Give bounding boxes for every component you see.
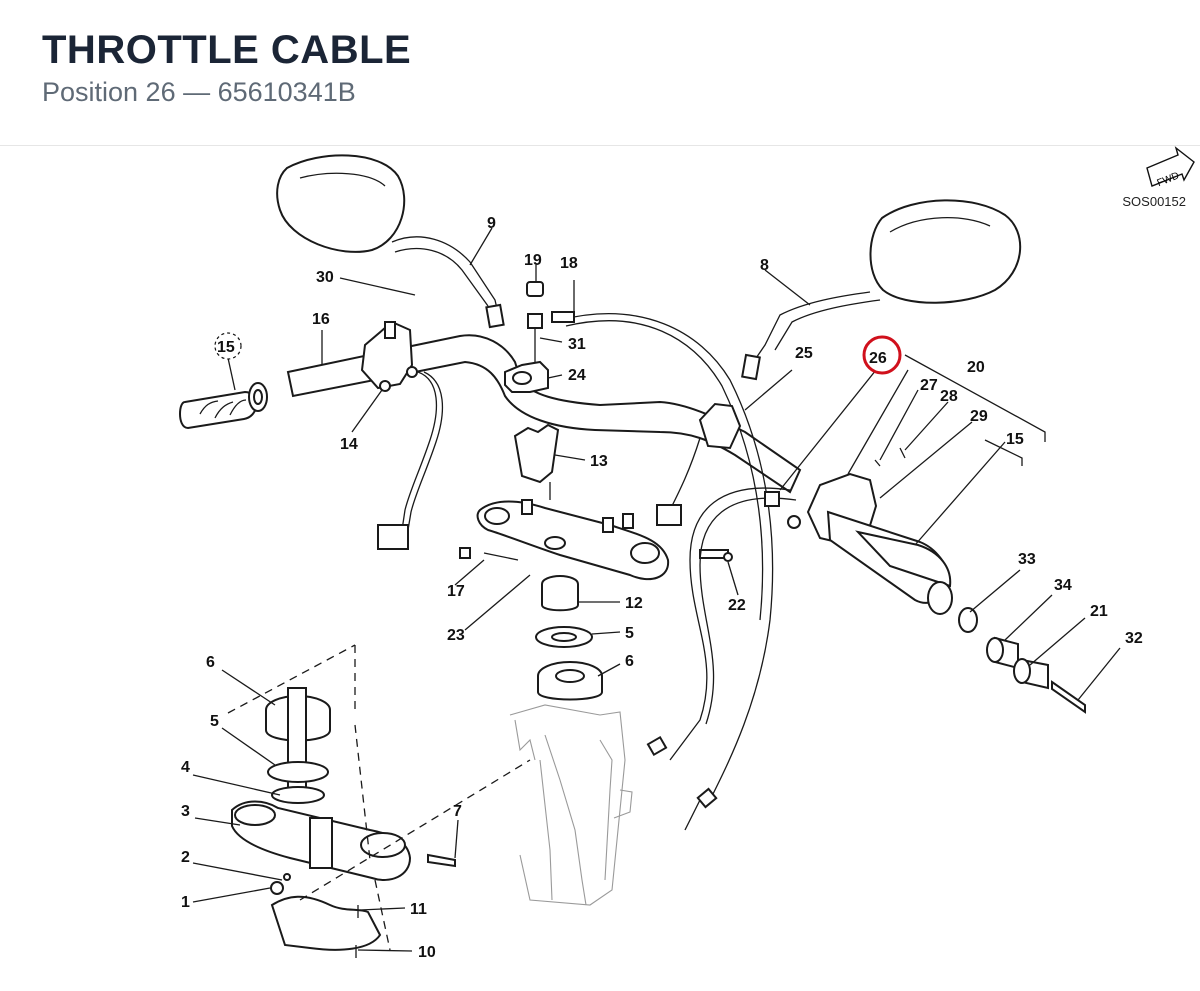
callout-31: 31 — [568, 336, 586, 353]
left-grip — [178, 382, 268, 430]
callout-labels: 1 2 3 4 5 5 6 6 7 8 9 10 11 12 13 14 15 … — [181, 215, 1143, 961]
callout-5a: 5 — [210, 713, 219, 730]
highlight-marker: 26 — [862, 335, 902, 375]
callout-29: 29 — [970, 408, 988, 425]
callout-33: 33 — [1018, 551, 1036, 568]
callout-21: 21 — [1090, 603, 1108, 620]
callout-20: 20 — [967, 359, 985, 376]
bar-end-hardware — [958, 607, 1086, 714]
exploded-parts-diagram: SOS00152 FWD — [0, 146, 1200, 991]
callout-32: 32 — [1125, 630, 1143, 647]
callout-16: 16 — [312, 311, 330, 328]
mirror-right — [741, 199, 1022, 381]
page-title: THROTTLE CABLE — [42, 28, 412, 72]
callout-15b: 15 — [1006, 431, 1024, 448]
callout-27: 27 — [920, 377, 938, 394]
lower-steering-assembly — [227, 644, 531, 958]
callout-7: 7 — [453, 803, 462, 820]
callout-24: 24 — [568, 367, 586, 384]
left-switch — [360, 320, 444, 550]
upper-clamp — [504, 281, 549, 393]
frame-outline — [509, 704, 633, 906]
diagram-canvas: FWD — [178, 146, 1195, 961]
diagram-reference-code: SOS00152 — [1122, 194, 1186, 209]
throttle-cables — [551, 311, 797, 831]
callout-34: 34 — [1054, 577, 1072, 594]
riser — [513, 423, 560, 500]
callout-19: 19 — [524, 252, 542, 269]
callout-8: 8 — [760, 257, 769, 274]
right-switch — [698, 402, 742, 450]
steering-nut-and-bearing — [535, 575, 603, 701]
callout-22: 22 — [728, 597, 746, 614]
leader-lines — [192, 227, 1121, 952]
callout-4: 4 — [181, 759, 190, 776]
page-subtitle: Position 26 — 65610341B — [42, 77, 356, 107]
callout-23: 23 — [447, 627, 465, 644]
callout-3: 3 — [181, 803, 190, 820]
callout-25: 25 — [795, 345, 813, 362]
callout-1: 1 — [181, 894, 190, 911]
callout-5b: 5 — [625, 625, 634, 642]
callout-26: 26 — [869, 350, 887, 367]
callout-14: 14 — [340, 436, 358, 453]
callout-6b: 6 — [625, 653, 634, 670]
callout-30: 30 — [316, 269, 334, 286]
callout-6a: 6 — [206, 654, 215, 671]
fwd-arrow-icon: FWD — [1146, 146, 1195, 189]
throttle-grip — [787, 447, 953, 615]
mirror-left — [276, 154, 505, 329]
callout-12: 12 — [625, 595, 643, 612]
callout-2: 2 — [181, 849, 190, 866]
page-header: THROTTLE CABLE Position 26 — 65610341B — [0, 0, 1200, 146]
callout-15-dashed: 15 — [214, 332, 242, 360]
callout-28: 28 — [940, 388, 958, 405]
callout-9: 9 — [487, 215, 496, 232]
callout-15a: 15 — [217, 339, 235, 356]
callout-13: 13 — [590, 453, 608, 470]
callout-10: 10 — [418, 944, 436, 961]
callout-17: 17 — [447, 583, 465, 600]
callout-18: 18 — [560, 255, 578, 272]
callout-11: 11 — [410, 901, 427, 918]
top-yoke — [459, 499, 733, 580]
